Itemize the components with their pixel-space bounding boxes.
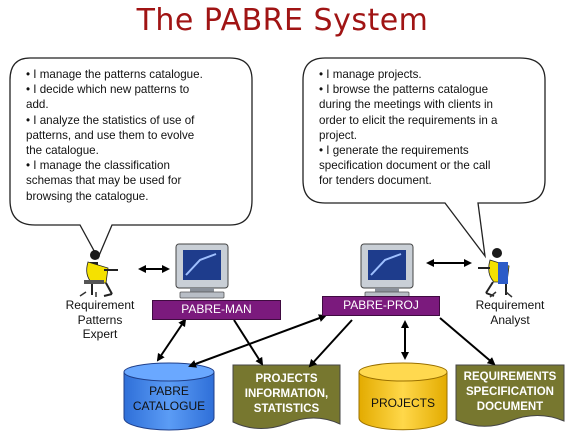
right-bubble-line: order to elicit the requirements in a bbox=[319, 113, 498, 127]
pabre-proj-to-reqdoc-arrow bbox=[439, 317, 496, 366]
right-bubble-line: specification document or the call bbox=[319, 159, 491, 173]
left-bubble-line: • I decide which new patterns to bbox=[26, 83, 190, 97]
pabre-man-to-stats-arrow bbox=[233, 319, 264, 366]
projects-label: PROJECTS bbox=[370, 396, 435, 410]
pabre-proj-computer-icon bbox=[360, 243, 414, 299]
projects-information-label: PROJECTS INFORMATION, STATISTICS bbox=[233, 372, 340, 417]
left-bubble-line: the catalogue. bbox=[26, 144, 99, 158]
pabre-catalogue-label: PABRE CATALOGUE bbox=[124, 384, 214, 414]
requirement-analyst-icon bbox=[478, 248, 513, 298]
left-actor-caption: Requirement Patterns Expert bbox=[55, 298, 145, 342]
right-speech-bubble bbox=[302, 57, 546, 259]
right-bubble-line: project. bbox=[319, 128, 358, 142]
pabre-proj-system: PABRE-PROJ bbox=[322, 296, 440, 316]
requirement-patterns-expert-icon bbox=[79, 250, 118, 297]
left-bubble-line: • I manage the patterns catalogue. bbox=[26, 68, 203, 81]
requirements-specification-document-icon bbox=[455, 364, 565, 427]
right-bubble-text: • I manage projects. • I browse the patt… bbox=[319, 67, 498, 189]
pabre-man-catalogue-arrow bbox=[156, 318, 187, 362]
store-label-line: REQUIREMENTS bbox=[463, 371, 557, 383]
projects-information-document-icon bbox=[232, 364, 341, 429]
projects-database-icon bbox=[358, 362, 448, 431]
store-label-line: DOCUMENT bbox=[476, 401, 544, 413]
store-label-line: SPECIFICATION bbox=[466, 386, 554, 398]
left-bubble-line: schemas that may be used for bbox=[26, 174, 182, 188]
pabre-proj-to-stats-arrow bbox=[308, 319, 353, 368]
pabre-man-computer-icon bbox=[175, 243, 229, 299]
pabre-man-system: PABRE-MAN bbox=[152, 300, 281, 320]
right-bubble-line: for tenders document. bbox=[319, 174, 432, 188]
right-bubble-line: • I browse the patterns catalogue bbox=[319, 83, 489, 97]
store-label-line: PABRE bbox=[149, 384, 189, 398]
actor-caption-line: Requirement bbox=[475, 298, 545, 312]
store-label-line: CATALOGUE bbox=[132, 399, 206, 413]
right-bubble-line: • I manage projects. bbox=[319, 68, 422, 81]
store-label-line: INFORMATION, bbox=[244, 388, 329, 400]
diagram-title: The PABRE System bbox=[136, 3, 429, 38]
right-bubble-line: during the meetings with clients in bbox=[319, 98, 493, 112]
left-bubble-line: add. bbox=[26, 98, 49, 112]
left-bubble-text: • I manage the patterns catalogue. • I d… bbox=[26, 67, 203, 204]
left-bubble-line: browsing the catalogue. bbox=[26, 189, 149, 203]
store-label-line: PROJECTS bbox=[255, 373, 318, 385]
actor-caption-line: Patterns bbox=[77, 312, 123, 327]
right-bubble-line: • I generate the requirements bbox=[319, 144, 469, 158]
left-speech-bubble bbox=[9, 57, 253, 260]
actor-caption-line: Requirement bbox=[65, 298, 135, 312]
left-bubble-line: patterns, and use them to evolve bbox=[26, 128, 195, 142]
right-actor-caption: Requirement Analyst bbox=[465, 298, 555, 327]
requirements-specification-label: REQUIREMENTS SPECIFICATION DOCUMENT bbox=[456, 370, 564, 415]
catalogue-pabre-proj-arrow bbox=[188, 314, 327, 368]
left-bubble-line: • I analyze the statistics of use of bbox=[26, 113, 195, 127]
actor-caption-line: Expert bbox=[82, 327, 118, 341]
store-label-line: STATISTICS bbox=[253, 403, 320, 415]
actor-caption-line: Analyst bbox=[490, 312, 530, 327]
left-bubble-line: • I manage the classification bbox=[26, 159, 170, 173]
